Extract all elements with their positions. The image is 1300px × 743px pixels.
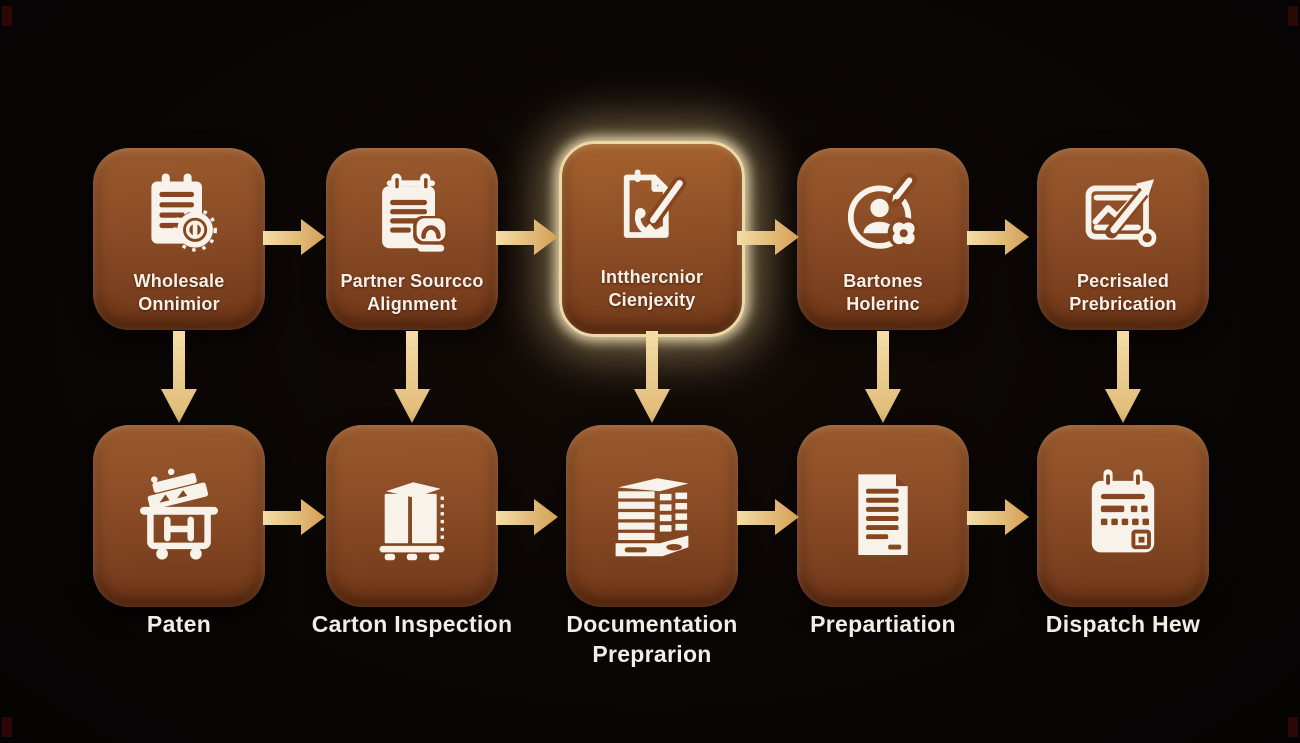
arrow-right-icon: [967, 219, 1029, 255]
node-label-dispatch-hew: Dispatch Hew: [973, 610, 1273, 640]
node-label: Intthercnior Cienjexity: [601, 266, 703, 311]
corner-mark: [2, 6, 12, 26]
node-label-line2: Alignment: [367, 293, 457, 314]
node-label-line2: Preprarion: [592, 640, 712, 667]
arrow-right-icon: [263, 219, 325, 255]
arrow-down-icon: [1105, 331, 1141, 423]
node-label-line1: Paten: [146, 611, 212, 637]
node-label-line1: Wholesale: [133, 271, 225, 291]
arrow-right-icon: [263, 499, 325, 535]
node-label: Pecrisaled Prebrication: [1069, 270, 1176, 315]
node-label-line2: Cienjexity: [608, 289, 696, 310]
node-intthercnior-cienjexity-highlighted: Intthercnior Cienjexity: [559, 141, 745, 337]
node-label-line1: Partner Sourcco: [340, 271, 484, 291]
cart-icon: [127, 464, 231, 568]
arrow-right-icon: [496, 219, 558, 255]
calendar-icon: [1071, 464, 1175, 568]
node-label-line2: Holerinc: [846, 293, 920, 314]
node-label-line1: Prepartiation: [810, 611, 956, 637]
node-label-paten: Paten: [29, 610, 329, 640]
node-label-line2: Prebrication: [1069, 293, 1177, 314]
clipboard-pin-icon: [366, 166, 458, 266]
corner-mark: [1288, 6, 1298, 26]
arrow-down-icon: [865, 331, 901, 423]
arrow-down-icon: [394, 331, 430, 423]
corner-mark: [2, 717, 12, 737]
arrow-down-icon: [634, 331, 670, 423]
arrow-down-icon: [161, 331, 197, 423]
node-label-line2: Onnimior: [138, 293, 220, 314]
user-circle-gear-icon: [837, 166, 929, 266]
node-prepartiation: [797, 425, 969, 607]
document-pen-icon: [606, 162, 698, 262]
node-carton-inspection: [326, 425, 498, 607]
node-label-line1: Carton Inspection: [311, 611, 513, 637]
node-label-line1: Dispatch Hew: [1045, 611, 1201, 637]
node-dispatch-hew: [1037, 425, 1209, 607]
crate-pallet-icon: [360, 464, 464, 568]
node-label-documentation-preprarion: Documentation Preprarion: [502, 610, 802, 670]
corner-mark: [1288, 717, 1298, 737]
node-label-line1: Documentation: [566, 611, 738, 637]
stacked-cartons-icon: [600, 464, 704, 568]
arrow-right-icon: [737, 219, 799, 255]
node-label-line1: Pecrisaled: [1076, 271, 1170, 291]
growth-chart-icon: [1077, 166, 1169, 266]
arrow-right-icon: [967, 499, 1029, 535]
node-documentation-preprarion: [566, 425, 738, 607]
node-label-prepartiation: Prepartiation: [733, 610, 1033, 640]
node-pecrisaled-prebrication: Pecrisaled Prebrication: [1037, 148, 1209, 330]
node-label-line1: Bartones: [843, 271, 923, 291]
node-label: Wholesale Onnimior: [134, 270, 225, 315]
node-label-line1: Intthercnior: [600, 267, 704, 287]
document-lines-icon: [831, 464, 935, 568]
node-partner-sourcco-alignment: Partner Sourcco Alignment: [326, 148, 498, 330]
node-wholesale-onnimior: Wholesale Onnimior: [93, 148, 265, 330]
node-paten: [93, 425, 265, 607]
node-bartones-holerinc: Bartones Holerinc: [797, 148, 969, 330]
node-label-carton-inspection: Carton Inspection: [262, 610, 562, 640]
arrow-right-icon: [496, 499, 558, 535]
node-label: Partner Sourcco Alignment: [340, 270, 483, 315]
clipboard-gear-icon: [133, 166, 225, 266]
node-label: Bartones Holerinc: [843, 270, 923, 315]
arrow-right-icon: [737, 499, 799, 535]
